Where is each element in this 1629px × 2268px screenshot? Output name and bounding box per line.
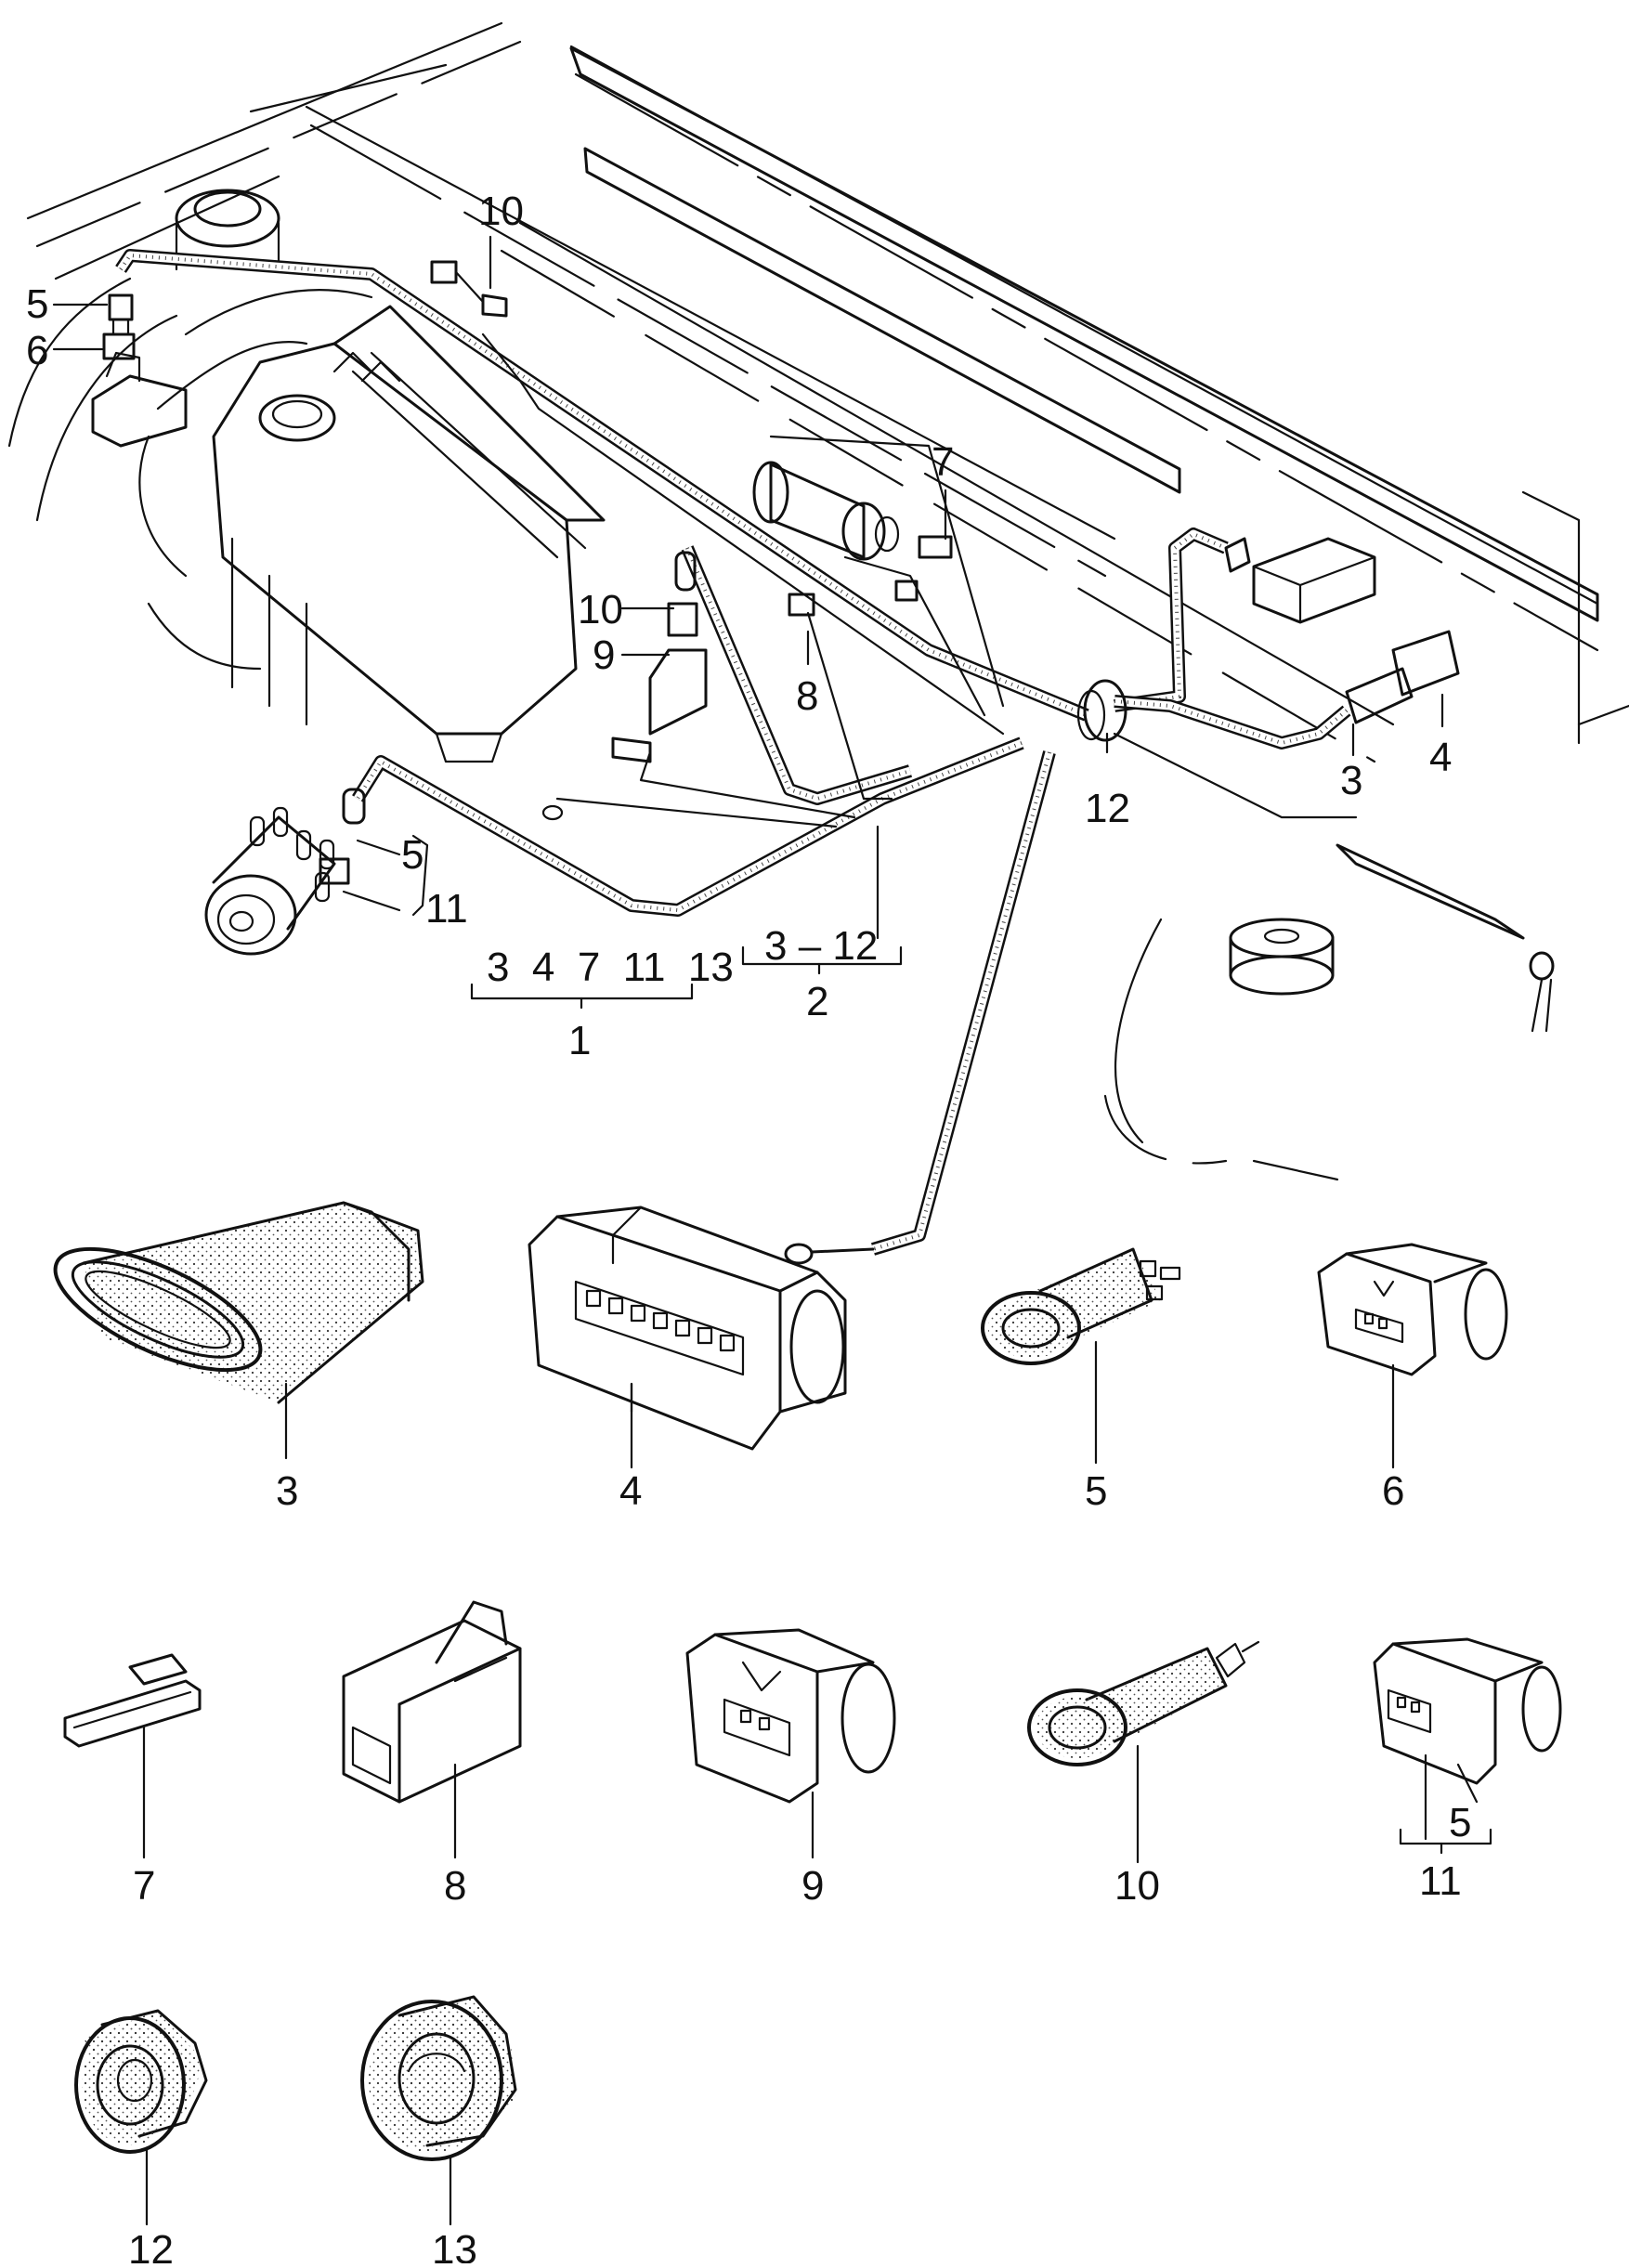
callout-10-mid: 10 xyxy=(578,587,623,632)
part-12-grommet: 12 xyxy=(74,2009,208,2268)
callout-10-top: 10 xyxy=(478,189,524,234)
part-11-connector: 5 11 xyxy=(1373,1637,1562,1904)
harness-connectors xyxy=(102,260,1460,885)
wiring-harness xyxy=(115,249,1358,1265)
fluid-reservoir xyxy=(91,351,188,448)
part-8-label: 8 xyxy=(444,1863,466,1909)
body-panel-lines xyxy=(26,21,1629,763)
group-2-members: 3 – 12 xyxy=(764,923,878,969)
callout-5-distributor: 5 xyxy=(401,832,424,878)
part-13-label: 13 xyxy=(432,2227,477,2263)
callout-7: 7 xyxy=(932,439,954,485)
part-11-label: 11 xyxy=(1419,1858,1462,1904)
callout-4: 4 xyxy=(1429,735,1452,780)
part-11-sub-label: 5 xyxy=(1449,1800,1471,1845)
part-5-label: 5 xyxy=(1085,1468,1107,1514)
group-1-number: 1 xyxy=(568,1018,591,1063)
ignition-distributor xyxy=(204,806,336,956)
part-10-seal: 10 xyxy=(1027,1640,1260,1909)
part-4-connector: 4 xyxy=(528,1206,847,1514)
firewall-bar xyxy=(569,46,1599,622)
relay-box xyxy=(1252,537,1376,624)
group-1-members: 3 4 7 11 13 xyxy=(487,945,734,990)
group-1-bracket: 3 4 7 11 13 1 xyxy=(470,945,734,1063)
callout-9: 9 xyxy=(593,632,615,678)
engine-block xyxy=(138,289,606,763)
part-12-label: 12 xyxy=(128,2227,174,2263)
part-9-connector: 9 xyxy=(685,1628,896,1909)
callout-11-distributor: 11 xyxy=(425,886,468,932)
part-5-seal: 5 xyxy=(981,1247,1181,1514)
part-6-label: 6 xyxy=(1382,1468,1404,1514)
part-9-label: 9 xyxy=(801,1863,824,1909)
callout-5-left: 5 xyxy=(26,281,48,327)
callout-12: 12 xyxy=(1085,786,1130,831)
part-7-connector: 7 xyxy=(63,1653,202,1909)
overview-leaders xyxy=(52,235,1444,940)
engine-bay-overview: 10 5 6 7 10 9 8 12 3 4 5 11 3 4 7 11 13 … xyxy=(7,21,1629,1265)
group-2-bracket: 3 – 12 2 xyxy=(741,923,903,1024)
part-6-connector: 6 xyxy=(1317,1243,1508,1514)
callout-6-left: 6 xyxy=(26,328,48,373)
callout-3: 3 xyxy=(1340,758,1362,803)
part-10-label: 10 xyxy=(1114,1863,1160,1909)
part-3-boot: 3 xyxy=(53,1201,424,1514)
callout-8: 8 xyxy=(796,673,818,719)
fuel-filter xyxy=(752,461,900,561)
part-4-label: 4 xyxy=(619,1468,642,1514)
part-3-label: 3 xyxy=(276,1468,298,1514)
part-13-grommet: 13 xyxy=(360,1995,517,2268)
part-8-housing: 8 xyxy=(342,1600,522,1909)
part-7-label: 7 xyxy=(133,1863,155,1909)
parts-catalog: 3 4 xyxy=(53,1201,1562,2268)
group-2-number: 2 xyxy=(806,979,828,1024)
battery-area xyxy=(1103,843,1555,1181)
